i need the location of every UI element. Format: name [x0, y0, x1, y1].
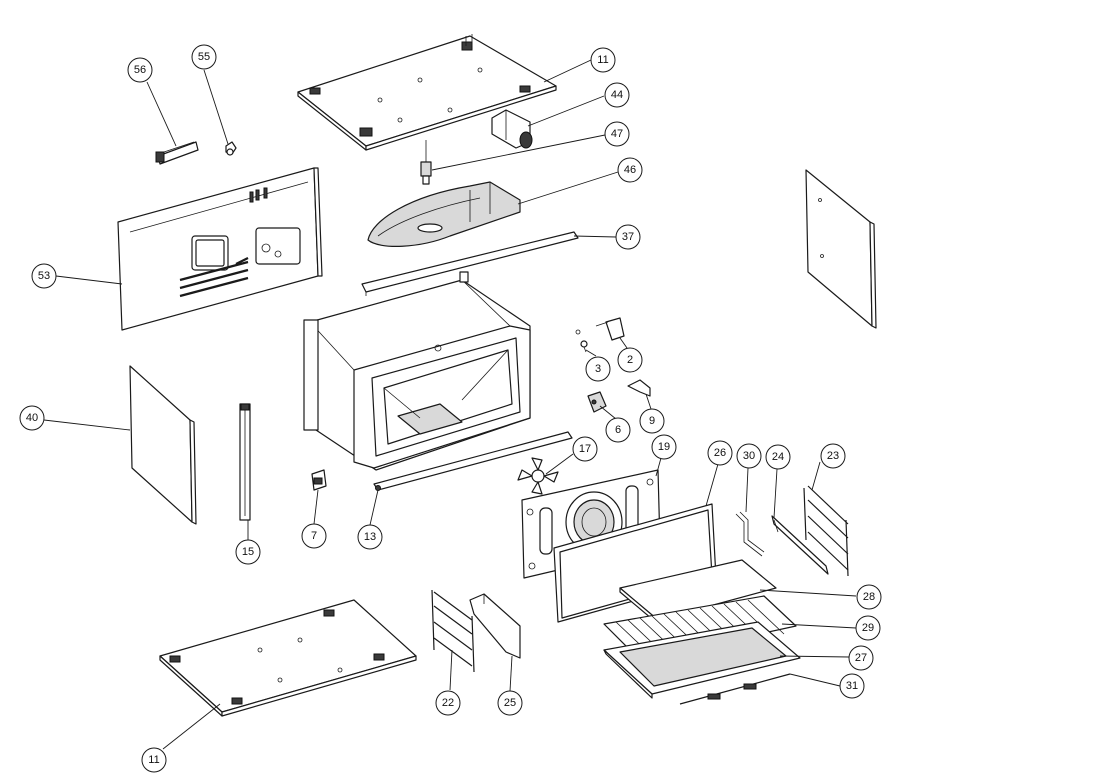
callout-label: 3 — [595, 363, 601, 375]
top-plate-part — [297, 34, 557, 151]
callout-30: 30 — [736, 443, 762, 469]
callout-label: 37 — [622, 231, 634, 243]
callout-11-top: 11 — [590, 47, 616, 73]
callout-label: 15 — [242, 546, 254, 558]
callout-label: 44 — [611, 89, 623, 101]
clip-part — [225, 141, 237, 156]
callout-46: 46 — [617, 157, 643, 183]
callout-label: 11 — [148, 754, 159, 766]
shelf-support-wire-part — [735, 511, 765, 557]
callout-26: 26 — [707, 440, 733, 466]
callout-label: 22 — [442, 697, 454, 709]
callout-label: 24 — [772, 451, 784, 463]
right-side-panel-part — [805, 169, 877, 329]
rotisserie-rod-part — [679, 673, 791, 705]
callout-label: 7 — [311, 530, 317, 542]
rack-runner-part — [469, 593, 521, 659]
callout-label: 19 — [658, 441, 670, 453]
callout-label: 6 — [615, 424, 621, 436]
callout-label: 9 — [649, 415, 655, 427]
callout-label: 27 — [855, 652, 867, 664]
bracket-small-part — [627, 379, 651, 397]
callout-23: 23 — [820, 443, 846, 469]
callout-label: 2 — [627, 354, 633, 366]
callout-3: 3 — [585, 356, 611, 382]
callout-24: 24 — [765, 444, 791, 470]
callout-28: 28 — [856, 584, 882, 610]
callout-label: 13 — [364, 531, 376, 543]
callout-label: 46 — [624, 164, 636, 176]
callout-7: 7 — [301, 523, 327, 549]
callout-37: 37 — [615, 224, 641, 250]
support-rail-part — [361, 231, 579, 296]
callout-label: 25 — [504, 697, 516, 709]
callout-19: 19 — [651, 434, 677, 460]
screw-part — [580, 340, 588, 353]
callout-label: 55 — [198, 51, 210, 63]
fan-motor-part — [491, 109, 533, 149]
callout-31: 31 — [839, 673, 865, 699]
callout-53: 53 — [31, 263, 57, 289]
callout-9: 9 — [639, 408, 665, 434]
callout-label: 28 — [863, 591, 875, 603]
callout-label: 53 — [38, 270, 50, 282]
callout-label: 40 — [26, 412, 38, 424]
back-panel-part — [117, 167, 323, 331]
callout-44: 44 — [604, 82, 630, 108]
runner-part — [239, 403, 251, 521]
callout-56: 56 — [127, 57, 153, 83]
callout-label: 31 — [846, 680, 858, 692]
callout-15: 15 — [235, 539, 261, 565]
air-duct-part — [367, 181, 521, 247]
left-rack-part — [431, 589, 475, 673]
latch-part — [311, 469, 327, 491]
callout-17: 17 — [572, 436, 598, 462]
callout-47: 47 — [604, 121, 630, 147]
callout-label: 29 — [862, 622, 874, 634]
callout-2: 2 — [617, 347, 643, 373]
callout-label: 26 — [714, 447, 726, 459]
callout-label: 17 — [579, 443, 591, 455]
callout-55: 55 — [191, 44, 217, 70]
callout-6: 6 — [605, 417, 631, 443]
callout-25: 25 — [497, 690, 523, 716]
callout-27: 27 — [848, 645, 874, 671]
left-side-panel-part — [129, 365, 197, 525]
callout-22: 22 — [435, 690, 461, 716]
callout-11-bottom: 11 — [141, 747, 167, 773]
lamp-holder-part — [575, 317, 625, 341]
callout-label: 23 — [827, 450, 839, 462]
fan-blade-part — [517, 457, 559, 495]
callout-13: 13 — [357, 524, 383, 550]
oven-cavity-part — [303, 271, 531, 471]
shelf-support-bar-part — [771, 515, 829, 575]
bottom-plate-part — [159, 599, 417, 717]
callout-label: 56 — [134, 64, 146, 76]
bottom-trim-part — [373, 431, 573, 491]
leader-lines — [43, 59, 857, 750]
callout-40: 40 — [19, 405, 45, 431]
thermostat-post-part — [420, 140, 432, 185]
baking-tray-part — [619, 559, 777, 625]
hinge-bracket-part — [155, 141, 199, 165]
side-rack-part — [803, 485, 849, 577]
callout-29: 29 — [855, 615, 881, 641]
callout-label: 11 — [597, 54, 608, 66]
callout-label: 47 — [611, 128, 623, 140]
callout-label: 30 — [743, 450, 755, 462]
